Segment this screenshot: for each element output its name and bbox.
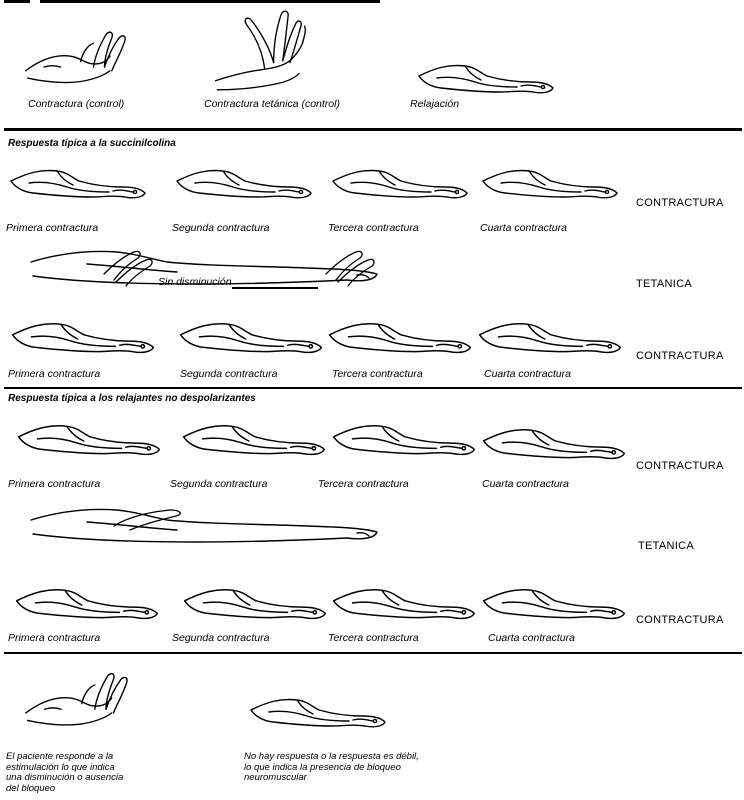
s1-row1-hand-3 (326, 165, 476, 205)
footer-flat-hand (244, 694, 394, 734)
s1-tetanic-side-label: TETANICA (636, 278, 692, 290)
s1-row1-label-1: Primera contractura (6, 222, 98, 234)
section1-title: Respuesta típica a la succinilcolina (8, 138, 176, 149)
s2-tetanic-side-label: TETANICA (638, 540, 694, 552)
s2-row3-label-4: Cuarta contractura (488, 632, 575, 644)
s1-row3-hand-4 (476, 318, 626, 360)
s2-row1-hand-2 (180, 420, 330, 462)
s2-tetanic-arm (24, 500, 390, 550)
s2-row1-hand-1 (10, 420, 170, 462)
s1-row3-label-3: Tercera contractura (332, 368, 423, 380)
s1-row3-label-4: Cuarta contractura (484, 368, 571, 380)
footer-note-right: No hay respuesta o la respuesta es débil… (244, 752, 544, 784)
s1-tetanic-fingers-left (100, 244, 160, 288)
label-control-tetanic: Contractura tetánica (control) (204, 98, 340, 110)
s1-row3-label-2: Segunda contractura (180, 368, 277, 380)
s1-tetanic-label: Sin disminución (158, 276, 232, 288)
label-control-contraction: Contractura (control) (28, 98, 124, 110)
label-control-relaxation: Relajación (410, 98, 459, 110)
s2-row3-label-3: Tercera contractura (328, 632, 419, 644)
s2-row1-side-label: CONTRACTURA (636, 460, 724, 472)
divider-2 (4, 387, 742, 389)
s2-row1-label-2: Segunda contractura (170, 478, 267, 490)
s2-tetanic-fingers (110, 504, 190, 538)
s2-row3-hand-3 (330, 584, 480, 626)
s1-row1-hand-4 (476, 165, 626, 205)
s1-row3-hand-1 (4, 318, 164, 360)
s2-row1-hand-4 (480, 424, 630, 466)
s1-row1-side-label: CONTRACTURA (636, 197, 724, 209)
footer-responding-hand (22, 664, 134, 734)
s2-row3-label-1: Primera contractura (8, 632, 100, 644)
s1-tetanic-fingers-right (322, 244, 382, 288)
top-rule-left (4, 0, 30, 3)
s1-tetanic-underline (232, 287, 318, 289)
s1-row1-label-4: Cuarta contractura (480, 222, 567, 234)
s1-row1-hand-2 (170, 165, 320, 205)
s2-row1-label-4: Cuarta contractura (482, 478, 569, 490)
s1-row1-label-3: Tercera contractura (328, 222, 419, 234)
control-tetanic-hand (210, 2, 310, 94)
divider-3 (4, 652, 742, 654)
s1-row3-hand-2 (172, 318, 332, 360)
control-contraction-hand (22, 22, 132, 92)
s2-row3-hand-2 (176, 584, 336, 626)
s2-row3-side-label: CONTRACTURA (636, 614, 724, 626)
s2-row3-label-2: Segunda contractura (172, 632, 269, 644)
s1-row3-label-1: Primera contractura (8, 368, 100, 380)
s1-row1-label-2: Segunda contractura (172, 222, 269, 234)
s2-row1-label-3: Tercera contractura (318, 478, 409, 490)
control-relaxed-hand (412, 60, 562, 100)
section2-title: Respuesta típica a los relajantes no des… (8, 393, 256, 404)
s1-row3-side-label: CONTRACTURA (636, 350, 724, 362)
s1-row1-hand-1 (4, 165, 154, 205)
s2-row1-hand-3 (330, 420, 480, 462)
divider-1 (4, 128, 742, 131)
footer-note-left: El paciente responde a la estimulación l… (6, 752, 206, 794)
s2-row1-label-1: Primera contractura (8, 478, 100, 490)
s2-row3-hand-1 (8, 584, 168, 626)
s2-row3-hand-4 (480, 584, 630, 626)
s1-row3-hand-3 (326, 318, 476, 360)
